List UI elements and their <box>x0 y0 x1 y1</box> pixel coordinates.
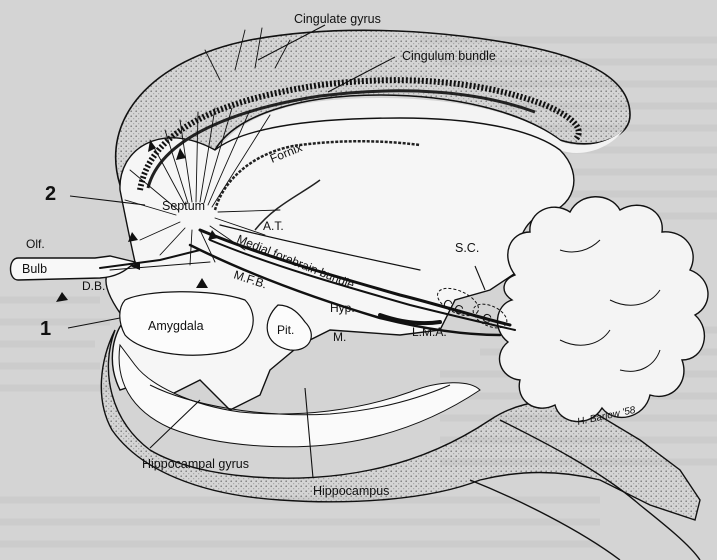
label-cingulum-bundle: Cingulum bundle <box>402 49 496 63</box>
label-m: M. <box>333 330 346 344</box>
label-hyp: Hyp. <box>330 301 355 315</box>
label-sc: S.C. <box>455 241 479 255</box>
label-pit: Pit. <box>277 323 294 337</box>
label-marker-2: 2 <box>45 183 56 205</box>
label-db: D.B. <box>82 279 105 293</box>
label-hippocampal-gyrus: Hippocampal gyrus <box>142 457 249 471</box>
label-lma: L.M.A. <box>412 325 447 339</box>
label-amygdala: Amygdala <box>148 319 204 333</box>
label-at: A.T. <box>263 219 284 233</box>
label-hippocampus: Hippocampus <box>313 484 389 498</box>
label-marker-1: 1 <box>40 318 51 340</box>
label-cingulate-gyrus: Cingulate gyrus <box>294 12 381 26</box>
label-bulb: Bulb <box>22 262 47 276</box>
label-olf: Olf. <box>26 237 45 251</box>
label-septum: Septum <box>162 199 205 213</box>
